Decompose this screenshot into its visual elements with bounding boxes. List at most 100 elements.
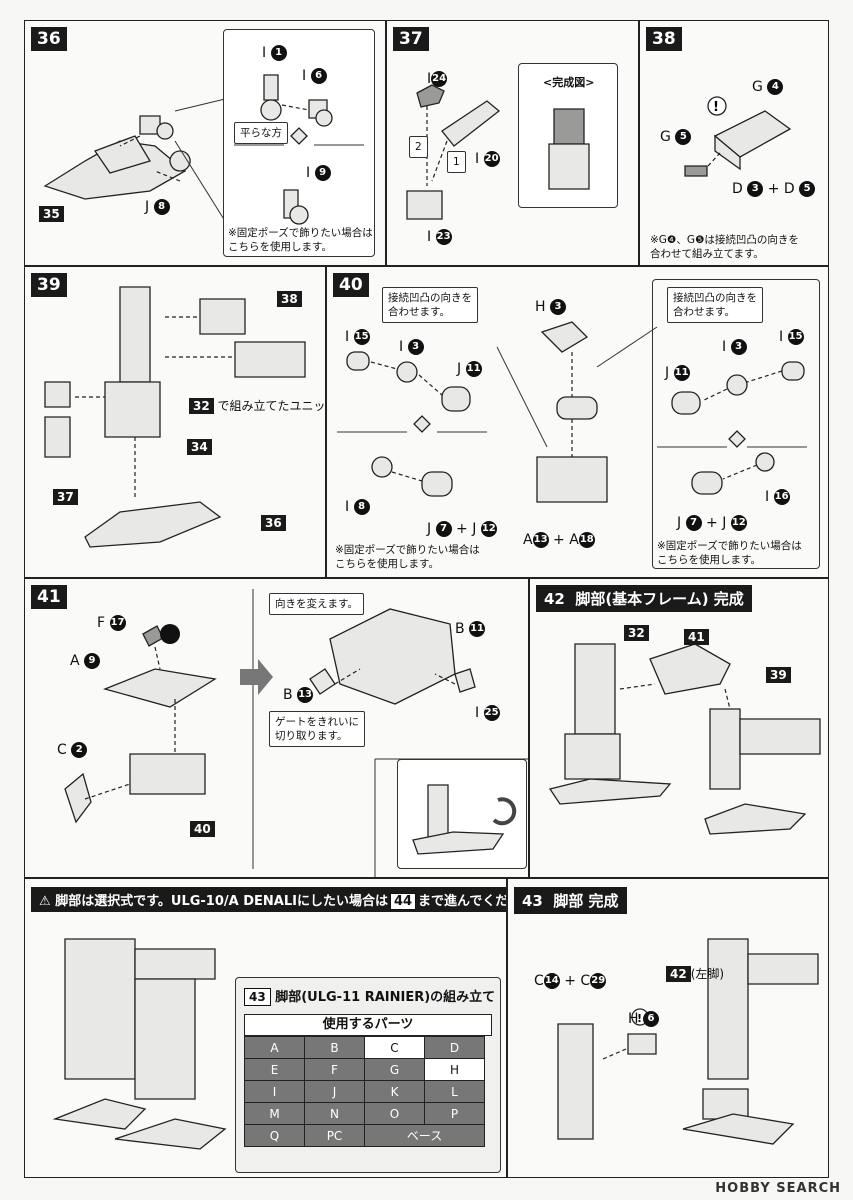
part-j7-j12-left: J 7 + J 12 — [427, 521, 497, 537]
part-a13-a18: A13 + A18 — [523, 532, 595, 548]
part-letter: F — [97, 615, 106, 631]
step-40-panel: 40 接続凹凸の向きを 合わせます。 I 15 I 3 J 11 I 8 — [326, 266, 829, 578]
rainier-leg-illustration — [52, 938, 227, 1150]
step-37-illustration — [406, 84, 501, 220]
step-40-illustration — [337, 321, 807, 503]
step-number: 43 — [522, 892, 543, 910]
part-i25: I 25 — [475, 705, 500, 721]
part-number: 29 — [590, 973, 607, 989]
part-letter: I — [779, 329, 784, 345]
part-number: 12 — [730, 515, 747, 531]
part-letter: G — [660, 129, 671, 145]
left-leg-text: (左脚) — [690, 967, 725, 981]
step-43-illustration: ! — [557, 938, 819, 1145]
step-41-panel: 41 F 17 A 9 C 2 40 向きを変えます。 B 11 B 13 I … — [24, 578, 529, 878]
part-letter: J — [665, 365, 670, 381]
part-a9: A 9 — [70, 653, 101, 669]
parts-table-cell: G — [364, 1058, 425, 1081]
turn-callout: 向きを変えます。 — [269, 593, 364, 615]
ref-36: 36 — [261, 515, 286, 531]
part-letter: I — [345, 499, 350, 515]
part-letter: I — [475, 705, 480, 721]
plus-text: + C — [564, 973, 591, 989]
step-36-panel: 36 35 J 8 I 1 I 6 平らな方 I 9 ※固定ポーズで飾りたい場合… — [24, 20, 386, 266]
parts-table-cell: H — [424, 1058, 485, 1081]
part-i9: I 9 — [306, 165, 331, 181]
plus-text: + A — [553, 532, 579, 548]
part-letter: J — [145, 199, 150, 215]
part-f17: F 17 — [97, 615, 126, 631]
order-step-2: 2 — [409, 136, 428, 158]
step-38-illustration: ! — [684, 96, 792, 177]
step-43-panel: 43 脚部 完成 ! C14 + C29 H 6 42(左脚) — [507, 878, 829, 1178]
part-i15-right: I 15 — [779, 329, 804, 345]
plus-text: + D — [767, 181, 795, 197]
part-letter: G — [752, 79, 763, 95]
ref-44: 44 — [389, 893, 417, 910]
step-38-panel: 38 ! G 4 G 5 D 3 + D 5 ※G❹、G❺は接続凹凸の向きを 合… — [639, 20, 829, 266]
part-number: 1 — [270, 45, 287, 61]
step-number: 39 — [31, 273, 67, 297]
part-letter: I — [399, 339, 404, 355]
part-number: 18 — [578, 532, 595, 548]
part-number: 15 — [787, 329, 804, 345]
part-g4: G 4 — [752, 79, 784, 95]
part-letter: B — [283, 687, 293, 703]
plus-text: + J — [706, 515, 727, 531]
part-number: 3 — [730, 339, 747, 355]
part-letter: J — [427, 521, 432, 537]
part-letter: H — [535, 299, 546, 315]
step-42-title: 42 脚部(基本フレーム) 完成 — [536, 585, 752, 612]
ref-40: 40 — [190, 821, 215, 837]
part-h6: H 6 — [628, 1011, 659, 1027]
part-c14-c29: C14 + C29 — [534, 973, 607, 989]
part-number: 6 — [310, 68, 327, 84]
part-number: 8 — [153, 199, 170, 215]
part-letter: I — [765, 489, 770, 505]
ref-34: 34 — [187, 439, 212, 455]
step-number: 36 — [31, 27, 67, 51]
hobby-search-logo: HOBBY SEARCH — [715, 1181, 841, 1196]
part-number: 3 — [407, 339, 424, 355]
caption-text: 脚部(ULG-11 RAINIER)の組み立て — [275, 990, 496, 1005]
parts-table-cell: ベース — [364, 1124, 485, 1147]
part-number: 7 — [685, 515, 702, 531]
part-number: 24 — [431, 71, 448, 87]
part-number: 23 — [435, 229, 452, 245]
part-b13: B 13 — [283, 687, 314, 703]
step-42-panel: 42 脚部(基本フレーム) 完成 32 41 39 — [529, 578, 829, 878]
unit-text: で組み立てたユニット — [217, 399, 326, 413]
step-number: 37 — [393, 27, 429, 51]
completed-view-label: <完成図> — [543, 76, 595, 89]
part-letter: I — [262, 45, 267, 61]
part-number: 25 — [483, 705, 500, 721]
ref-37: 37 — [53, 489, 78, 505]
part-i1: I 1 — [262, 45, 287, 61]
part-letter: H — [628, 1011, 639, 1027]
part-number: 17 — [109, 615, 126, 631]
step-number: 38 — [646, 27, 682, 51]
parts-table-cell: F — [304, 1058, 365, 1081]
part-letter: A — [523, 532, 533, 548]
part-i6: I 6 — [302, 68, 327, 84]
gate-callout: ゲートをきれいに 切り取ります。 — [269, 711, 365, 747]
parts-table-cell: B — [304, 1036, 365, 1059]
left-leg-label: 42(左脚) — [666, 965, 724, 982]
svg-text:!: ! — [713, 100, 719, 115]
right-detail-box — [652, 279, 820, 569]
parts-table-cell: Q — [244, 1124, 305, 1147]
parts-table-cell: P — [424, 1102, 485, 1125]
part-letter: A — [70, 653, 80, 669]
part-number: 15 — [353, 329, 370, 345]
part-j11-right: J 11 — [665, 365, 690, 381]
part-number: 3 — [747, 181, 764, 197]
parts-table-cell: O — [364, 1102, 425, 1125]
part-number: 4 — [767, 79, 784, 95]
part-number: 5 — [675, 129, 692, 145]
part-i24: I24 — [427, 71, 448, 87]
step-number: 40 — [333, 273, 369, 297]
